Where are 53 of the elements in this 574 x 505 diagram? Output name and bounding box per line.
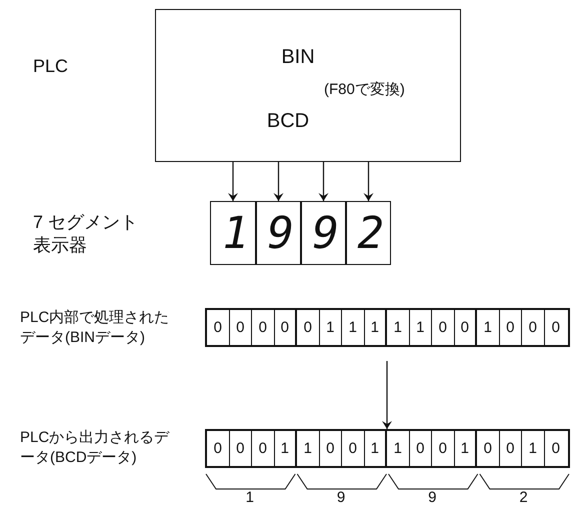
digit-value: 2 [519,490,528,505]
bit-cell: 1 [342,310,364,345]
bit-cell: 0 [500,431,522,466]
digit-value: 1 [246,490,254,505]
data-format-label: BIN [280,46,316,69]
bit-cell-text: 0 [550,439,561,459]
bit-cell: 1 [522,431,544,466]
data-format-label: BCD [266,110,310,133]
bit-cell: 0 [297,310,320,345]
bit-cell: 0 [522,310,544,345]
arrow [382,361,392,429]
arrow [318,162,328,201]
bit-cell: 1 [274,431,297,466]
bit-cell: 0 [207,431,230,466]
bit-cell-text: 0 [550,318,561,338]
bit-cell: 1 [320,310,342,345]
bit-cell: 0 [274,310,297,345]
display-digit: 9 [256,201,301,265]
plc-box [155,9,461,162]
bit-cell: 1 [477,310,500,345]
bit-cell: 0 [252,431,274,466]
bit-cell: 1 [410,310,432,345]
bit-cell: 1 [297,431,320,466]
bit-cell: 0 [230,431,252,466]
arrow [364,162,374,201]
display-digit: 2 [346,201,391,265]
data-label: PLCから出力されるデータ(BCDデータ) [20,428,170,467]
bit-cell: 0 [500,310,522,345]
arrow [274,162,284,201]
bit-cell: 0 [252,310,274,345]
display-digit: 9 [301,201,346,265]
bit-cell: 1 [387,310,410,345]
bit-cell: 0 [432,431,454,466]
bit-cell: 0 [342,431,364,466]
digit-value: 9 [336,490,346,505]
bit-cell: 0 [432,310,454,345]
bit-cell: 0 [207,310,230,345]
bit-cell: 0 [230,310,252,345]
display-digit: 1 [210,201,256,265]
display-label: 7 セグメント表示器 [33,211,140,258]
bit-cell: 1 [454,431,477,466]
conversion-note: (F80で変換) [324,80,405,99]
bit-cell: 1 [387,431,410,466]
digit-value: 9 [428,490,436,505]
bit-cell: 0 [477,431,500,466]
bit-cell: 1 [364,431,387,466]
bit-cell: 0 [410,431,432,466]
bit-cell: 0 [454,310,477,345]
bit-cell: 0 [320,431,342,466]
data-label: PLC内部で処理されたデータ(BINデータ) [20,308,170,347]
arrow [228,162,238,201]
bit-cell: 1 [364,310,387,345]
device-label: PLC [33,55,70,78]
